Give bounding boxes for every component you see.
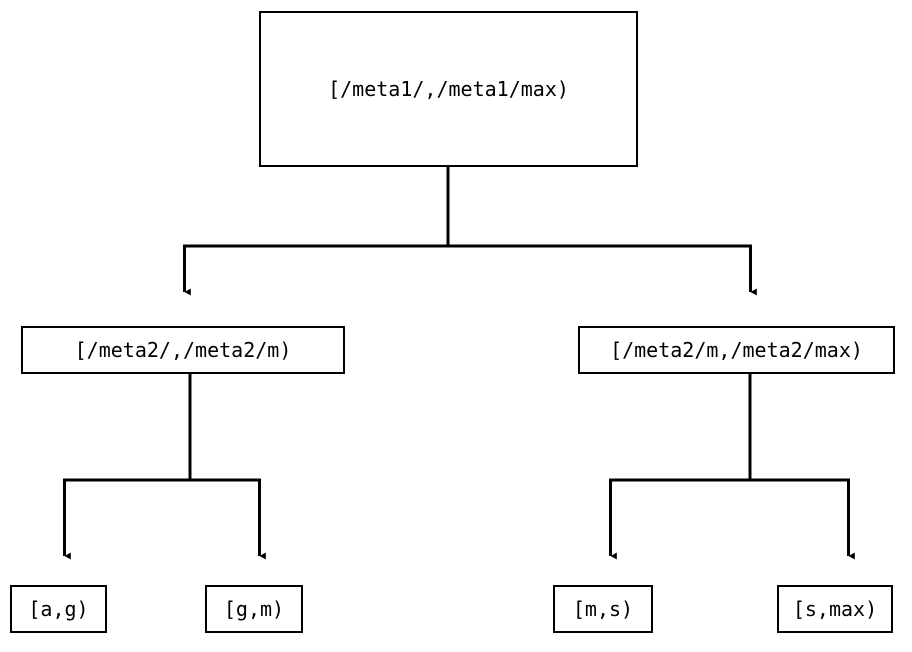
edge-mid-left-to-leaf-a [63,374,192,560]
edge-mid-right-to-leaf-d [750,478,855,560]
node-root-label: [/meta1/,/meta1/max) [328,77,569,101]
node-mid-left: [/meta2/,/meta2/m) [21,326,345,374]
node-leaf-m-s: [m,s) [553,585,653,633]
node-leaf-g-m: [g,m) [205,585,303,633]
node-leaf-s-max-label: [s,max) [792,597,878,621]
edge-root-to-mid-left [183,167,450,296]
node-leaf-a-g-label: [a,g) [28,597,89,621]
node-mid-right: [/meta2/m,/meta2/max) [578,326,895,374]
node-root: [/meta1/,/meta1/max) [259,11,638,167]
node-leaf-s-max: [s,max) [777,585,893,633]
edge-root-to-mid-right [448,244,757,296]
node-leaf-m-s-label: [m,s) [572,597,634,621]
node-mid-left-label: [/meta2/,/meta2/m) [74,338,292,362]
edge-mid-left-to-leaf-b [190,478,266,560]
edge-mid-right-to-leaf-c [609,374,752,560]
node-mid-right-label: [/meta2/m,/meta2/max) [610,338,863,362]
node-leaf-a-g: [a,g) [10,585,107,633]
node-leaf-g-m-label: [g,m) [223,597,285,621]
